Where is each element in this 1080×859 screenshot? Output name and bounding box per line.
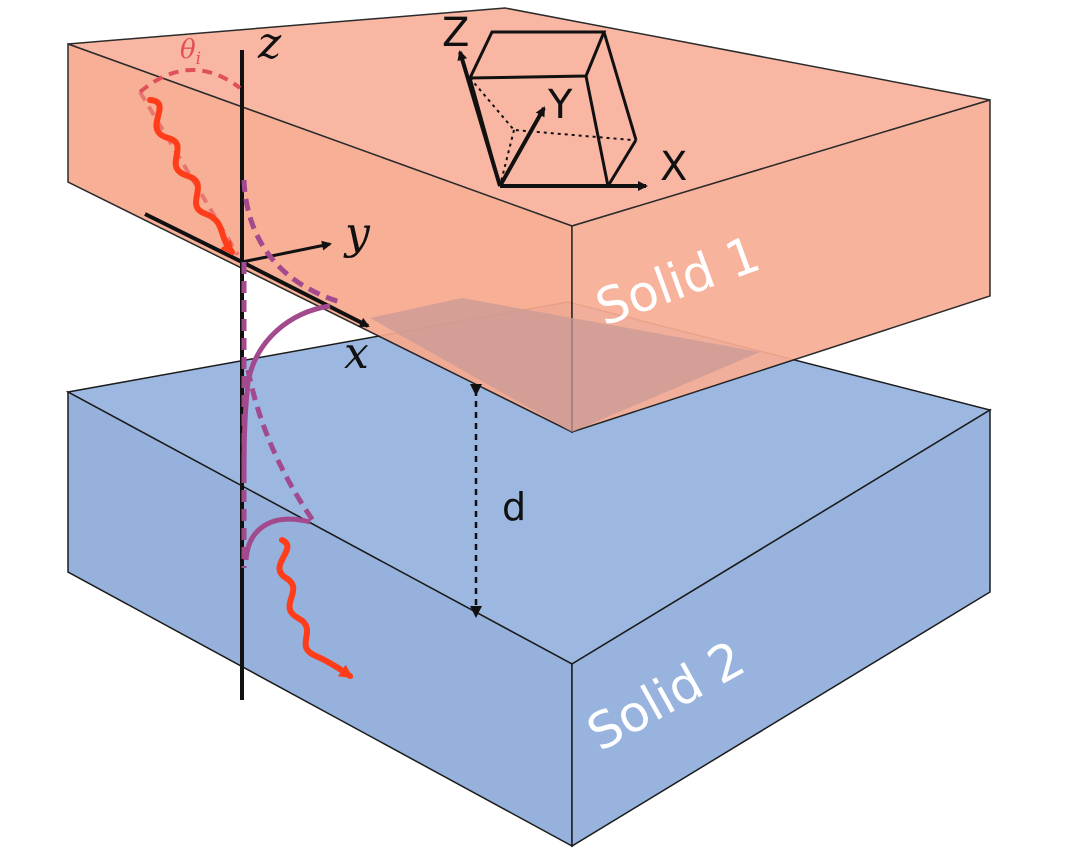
- evanescent-field: [241, 179, 341, 568]
- solid-2-slab: [65, 301, 992, 848]
- z-axis-label: z: [257, 18, 282, 69]
- crystal-Z-label: Z: [442, 10, 469, 56]
- crystal-z-axis: [457, 50, 502, 187]
- evanescent-solid-upper: [241, 303, 331, 481]
- evanescent-decay-dashed-upper: [241, 179, 341, 305]
- crystal-axes-icon: Z Y X: [442, 10, 687, 191]
- theta-label: θi: [180, 35, 201, 69]
- gap-marker: d: [470, 384, 526, 618]
- lab-axes: z y x: [144, 18, 371, 700]
- y-axis-label: y: [343, 208, 371, 259]
- evanescent-solid-lower: [243, 516, 311, 561]
- angle-arc: [138, 67, 242, 94]
- cube-edge-1: [602, 31, 638, 141]
- y-axis-line: [241, 240, 332, 264]
- crystal-X-label: X: [660, 144, 687, 190]
- cube-edge-3: [606, 139, 638, 187]
- gap-label: d: [502, 485, 526, 529]
- crystal-Y-label: Y: [547, 82, 573, 128]
- transmitted-wave-icon: [276, 537, 354, 679]
- x-axis-label: x: [344, 328, 369, 379]
- x-axis-line: [241, 260, 370, 328]
- incident-wave-icon: [147, 97, 235, 256]
- overlap-region: [370, 298, 760, 432]
- cube-hidden-edge-vertical: [499, 129, 515, 187]
- cube-edge-2: [584, 75, 610, 187]
- crystal-y-axis: [498, 106, 546, 187]
- evanescent-decay-dashed-lower: [245, 369, 317, 524]
- solid-2-side-face: [571, 408, 991, 848]
- cube-hidden-edges: [469, 77, 633, 141]
